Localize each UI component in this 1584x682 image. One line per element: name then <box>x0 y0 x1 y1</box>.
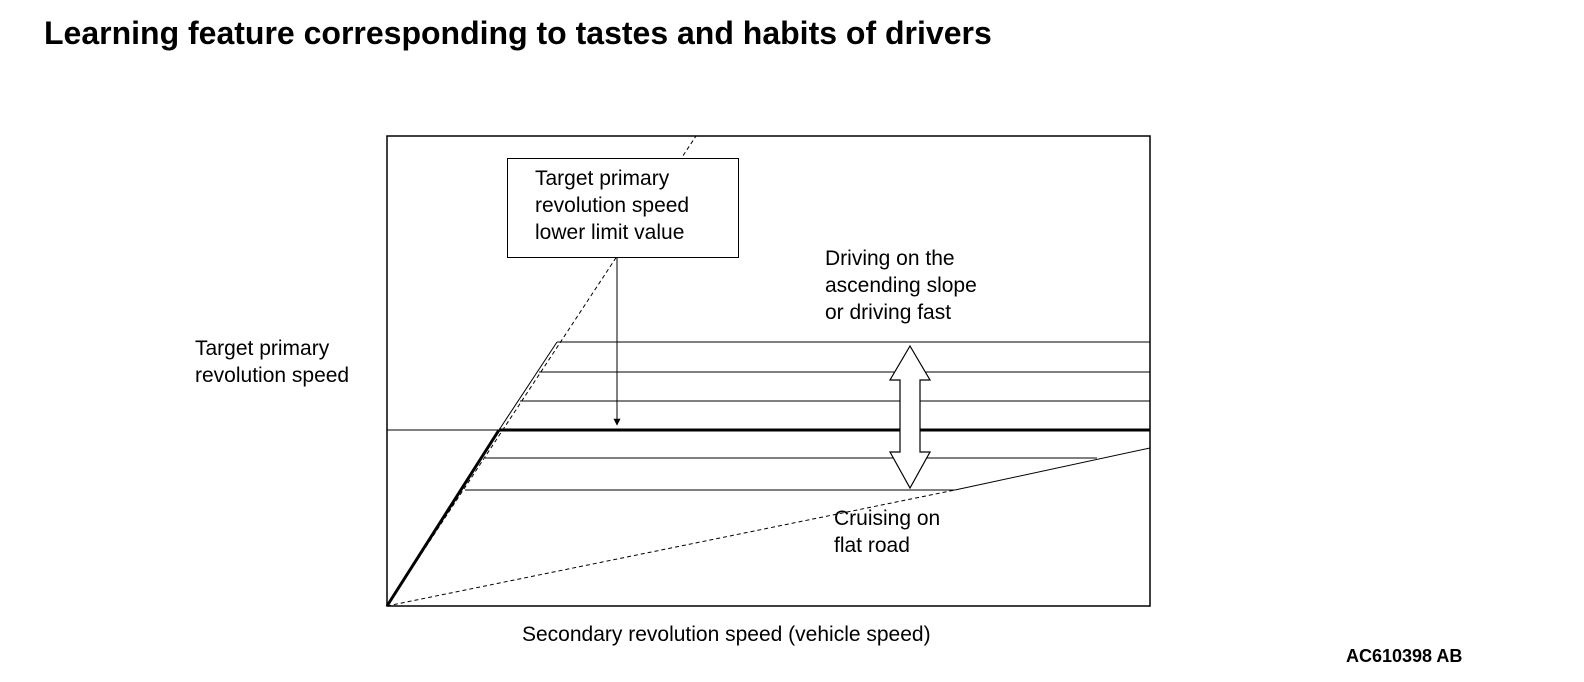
double-arrow-icon <box>888 344 932 490</box>
callout-line-2: revolution speed <box>535 194 690 217</box>
lower-annotation-line-2: flat road <box>834 534 910 557</box>
page-title: Learning feature corresponding to tastes… <box>44 15 992 51</box>
upper-annotation-line-1: Driving on the <box>825 247 955 270</box>
lower-annotation-line-1: Cruising on <box>834 507 941 530</box>
upper-annotation: Driving on the ascending slope or drivin… <box>825 245 977 326</box>
upper-annotation-line-3: or driving fast <box>825 301 952 324</box>
start-segment <box>385 429 501 607</box>
callout-line-1: Target primary <box>535 167 670 190</box>
upper-annotation-line-2: ascending slope <box>825 274 977 297</box>
callout-box: Target primary revolution speed lower li… <box>507 158 739 258</box>
callout-line-3: lower limit value <box>535 221 685 244</box>
x-axis-label: Secondary revolution speed (vehicle spee… <box>522 623 931 646</box>
figure-id: AC610398 AB <box>1346 646 1463 666</box>
plot-frame <box>386 135 1151 607</box>
lower-limit-solid-line <box>954 447 1151 491</box>
y-axis-label: Target primary revolution speed <box>195 335 349 389</box>
lower-annotation: Cruising on flat road <box>834 505 940 559</box>
y-axis-label-line-2: revolution speed <box>195 364 350 387</box>
start-slope-thin <box>498 341 558 431</box>
lower-limit-dashed-line <box>386 489 956 607</box>
y-axis-label-line-1: Target primary <box>195 337 330 360</box>
